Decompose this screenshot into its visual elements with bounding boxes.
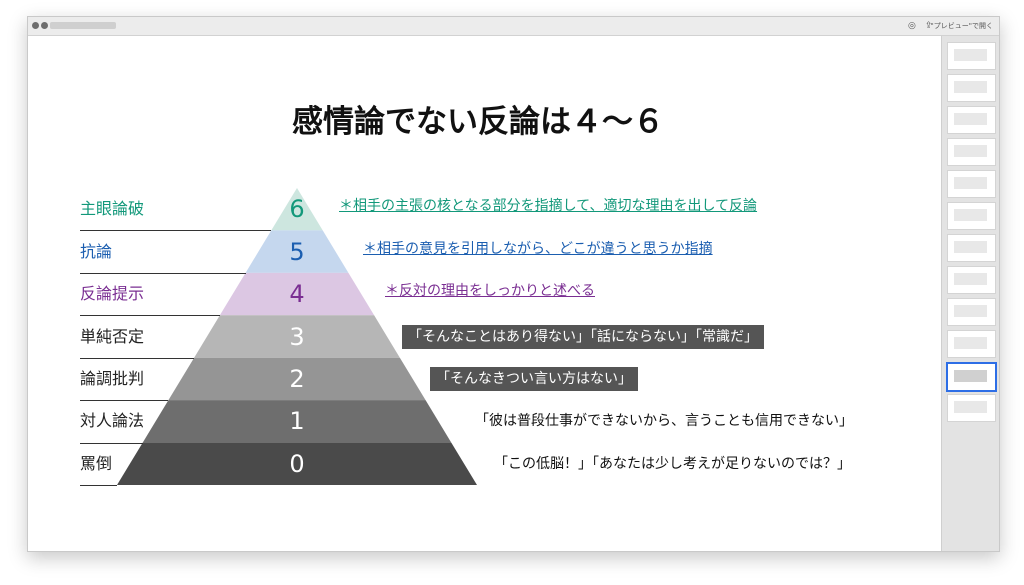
- title-bar: ◎ ⇪ "プレビュー"で開く: [28, 17, 999, 36]
- level-number-4: 4: [289, 280, 305, 309]
- slide-thumbnail[interactable]: [947, 234, 996, 262]
- slide-thumbnail[interactable]: [947, 266, 996, 294]
- level-description-1: 「彼は普段仕事ができないから、言うことも信用できない」: [475, 413, 853, 430]
- pyramid-tier-5: [245, 230, 349, 273]
- rotate-icon[interactable]: ◎: [908, 21, 916, 31]
- slide-thumbnail[interactable]: [947, 74, 996, 102]
- traffic-light-minimize-icon[interactable]: [41, 22, 48, 29]
- thumbnail-preview: [954, 209, 987, 221]
- slide-thumbnail[interactable]: [947, 394, 996, 422]
- level-label-2: 論調批判: [80, 368, 145, 388]
- thumbnail-preview: [954, 81, 987, 93]
- level-divider-0: [80, 485, 117, 486]
- share-icon[interactable]: ⇪: [925, 21, 933, 31]
- thumbnail-preview: [954, 113, 987, 125]
- pyramid-diagram: [117, 188, 477, 485]
- level-label-0: 罵倒: [80, 453, 113, 473]
- level-divider-5: [80, 272, 246, 274]
- pyramid-tier-4: [219, 272, 375, 316]
- traffic-light-close-icon[interactable]: [32, 22, 39, 29]
- slide-thumbnail[interactable]: [947, 330, 996, 358]
- level-label-4: 反論提示: [80, 284, 145, 304]
- level-number-3: 3: [289, 322, 305, 351]
- slide-thumbnail[interactable]: [946, 362, 997, 392]
- pyramid-tier-0: [117, 442, 477, 485]
- thumbnail-preview: [954, 145, 987, 157]
- thumbnail-sidebar[interactable]: [941, 36, 999, 551]
- level-divider-1: [80, 442, 143, 444]
- preview-window: ◎ ⇪ "プレビュー"で開く 感情論でない反論は４～６ 主眼論破 6 ＊相手の主張の…: [27, 16, 1000, 552]
- slide-thumbnail[interactable]: [947, 202, 996, 230]
- slide-title: 感情論でない反論は４～６: [292, 104, 664, 140]
- thumbnail-preview: [954, 401, 987, 413]
- slide-thumbnail[interactable]: [947, 138, 996, 166]
- level-divider-4: [80, 315, 220, 317]
- thumbnail-preview: [954, 305, 987, 317]
- slide-thumbnail[interactable]: [947, 42, 996, 70]
- level-label-1: 対人論法: [80, 411, 145, 431]
- thumbnail-preview: [954, 273, 987, 285]
- pyramid-tier-6: [271, 188, 323, 231]
- level-description-4[interactable]: ＊反対の理由をしっかりと述べる: [385, 283, 595, 300]
- level-description-5[interactable]: ＊相手の意見を引用しながら、どこが違うと思うか指摘: [363, 240, 713, 257]
- file-name-blurred: [50, 22, 116, 29]
- level-number-0: 0: [289, 449, 305, 478]
- level-divider-2: [80, 400, 169, 402]
- open-in-preview-button[interactable]: "プレビュー"で開く: [930, 22, 993, 30]
- level-description-3: 「そんなことはあり得ない」「話にならない」「常識だ」: [402, 324, 764, 349]
- level-description-0: 「この低脳！」「あなたは少し考えが足りないのでは？」: [494, 455, 851, 472]
- pyramid-tier-3: [194, 315, 400, 358]
- level-description-2: 「そんなきつい言い方はない」: [430, 366, 638, 391]
- level-description-6[interactable]: ＊相手の主張の核となる部分を指摘して、適切な理由を出して反論: [339, 198, 758, 215]
- pyramid-tier-1: [142, 400, 452, 443]
- level-label-5: 抗論: [80, 241, 113, 261]
- level-number-2: 2: [289, 364, 305, 393]
- level-divider-3: [80, 357, 195, 359]
- level-number-6: 6: [289, 195, 305, 224]
- thumbnail-preview: [954, 241, 987, 253]
- level-label-3: 単純否定: [80, 326, 145, 346]
- slide-canvas: 感情論でない反論は４～６ 主眼論破 6 ＊相手の主張の核となる部分を指摘して、適切な…: [28, 36, 941, 551]
- level-label-6: 主眼論破: [80, 199, 145, 219]
- thumbnail-preview: [954, 49, 987, 61]
- slide-thumbnail[interactable]: [947, 170, 996, 198]
- slide-thumbnail[interactable]: [947, 298, 996, 326]
- thumbnail-preview: [954, 337, 987, 349]
- thumbnail-preview: [954, 370, 987, 382]
- thumbnail-preview: [954, 177, 987, 189]
- slide-thumbnail[interactable]: [947, 106, 996, 134]
- level-number-5: 5: [289, 237, 305, 266]
- level-number-1: 1: [289, 407, 305, 436]
- pyramid-tier-2: [168, 357, 426, 401]
- level-divider-6: [80, 230, 272, 232]
